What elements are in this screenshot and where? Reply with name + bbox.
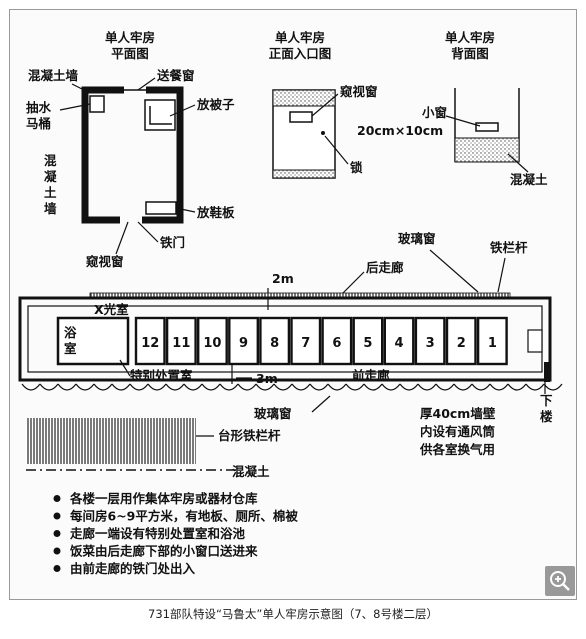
xray-label: X光室 xyxy=(94,302,129,317)
cell-room xyxy=(383,316,415,366)
back-view: 单人牢房 背面图 小窗 20cm×10cm 混凝土 xyxy=(357,30,548,187)
back-label-size: 20cm×10cm xyxy=(357,123,443,138)
stairs xyxy=(527,329,543,353)
bullet-icon xyxy=(53,547,61,555)
platform-railing-label: 台形铁栏杆 xyxy=(218,428,281,443)
corridor-label-railing: 铁栏杆 xyxy=(490,240,528,255)
front-label-peephole: 窥视窗 xyxy=(340,84,378,99)
plan-label-concrete-wall: 混凝土墙 xyxy=(28,68,79,83)
cell-room xyxy=(321,316,353,366)
bath-label-2: 室 xyxy=(64,341,77,356)
back-small-window xyxy=(475,122,499,132)
back-title-2: 背面图 xyxy=(451,46,489,61)
front-label-lock: 锁 xyxy=(350,160,363,175)
corridor-label-2m: 2m xyxy=(272,271,294,286)
figure-caption: 731部队特设“马鲁太”单人牢房示意图（7、8号楼二层） xyxy=(148,607,438,621)
back-label-small-window: 小窗 xyxy=(421,105,447,120)
cell-room xyxy=(259,316,291,366)
plan-label-quilt: 放被子 xyxy=(196,97,235,112)
corridor-view: 玻璃窗 铁栏杆 后走廊 2m 浴 室 X光室 12 11 10 9 8 7 6 5 4 3 2 1 特… xyxy=(18,231,563,479)
front-view: 单人牢房 正面入口图 窥视窗 锁 xyxy=(269,30,378,179)
cell-number: 8 xyxy=(270,336,279,351)
cell-room xyxy=(228,316,260,366)
front-lock xyxy=(321,131,325,135)
downstairs-label-1: 下 xyxy=(540,393,553,408)
plan-view: 单人牢房 平面图 混凝土墙 抽水 马桶 混 凝 土 墙 送餐 xyxy=(26,30,235,269)
downstairs-label-2: 楼 xyxy=(540,409,553,424)
corridor-label-glass-top: 玻璃窗 xyxy=(398,231,436,246)
plan-title-2: 平面图 xyxy=(111,46,149,61)
cell-number: 10 xyxy=(203,336,221,351)
plan-label-concrete-v4: 墙 xyxy=(44,201,57,216)
cell-number: 11 xyxy=(172,336,190,351)
plan-quilt-shelf xyxy=(144,99,176,131)
plan-shoe-board xyxy=(145,201,177,215)
plan-label-toilet-1: 抽水 xyxy=(26,100,52,115)
cell-room xyxy=(445,316,477,366)
bullet-icon xyxy=(53,495,61,502)
notes: 各楼一层用作集体牢房或器材仓库每间房6~9平方米，有地板、厕所、棉被走廊一端设有… xyxy=(53,491,298,576)
bath-room xyxy=(56,316,130,366)
back-label-concrete: 混凝土 xyxy=(510,172,548,187)
cell-number: 7 xyxy=(301,336,310,351)
cell-room xyxy=(290,316,322,366)
wall-note-1: 厚40cm墙壁 xyxy=(420,406,496,421)
cell-number: 5 xyxy=(363,336,372,351)
back-concrete-base xyxy=(454,137,520,163)
cell-number: 4 xyxy=(395,336,404,351)
plan-iron-door xyxy=(120,216,142,224)
plan-label-shoe-board: 放鞋板 xyxy=(196,205,235,220)
plan-label-concrete-v1: 混 xyxy=(44,153,57,168)
bath-label-1: 浴 xyxy=(64,325,77,340)
cell-number: 6 xyxy=(332,336,341,351)
corridor-label-front: 前走廊 xyxy=(352,368,390,383)
cell-number: 1 xyxy=(488,336,497,351)
cell-number: 3 xyxy=(426,336,435,351)
plan-label-iron-door: 铁门 xyxy=(160,235,185,250)
corridor-label-rear: 后走廊 xyxy=(366,260,404,275)
special-room-label: 特别处置室 xyxy=(130,368,193,383)
front-title-2: 正面入口图 xyxy=(269,46,332,61)
corridor-label-3m: 3m xyxy=(256,371,278,386)
bullet-icon xyxy=(53,565,61,572)
bullet-icon xyxy=(53,530,61,537)
wall-note-3: 供各室换气用 xyxy=(419,442,495,457)
platform-railing xyxy=(26,418,196,464)
bullet-icon xyxy=(53,512,61,520)
cell-number: 12 xyxy=(141,336,159,351)
note-item: 每间房6~9平方米，有地板、厕所、棉被 xyxy=(70,509,298,524)
wall-note-2: 内设有通风筒 xyxy=(420,424,495,439)
note-item: 由前走廊的铁门处出入 xyxy=(70,561,196,576)
front-title-1: 单人牢房 xyxy=(275,30,325,45)
cell-room xyxy=(134,316,166,366)
plan-label-food-window: 送餐窗 xyxy=(156,68,195,83)
plan-label-concrete-v2: 凝 xyxy=(44,169,57,184)
cell-room xyxy=(165,316,197,366)
note-item: 走廊一端设有特别处置室和浴池 xyxy=(70,526,246,541)
cell-room xyxy=(414,316,446,366)
corridor-label-glass-bottom: 玻璃窗 xyxy=(254,406,292,421)
cell-room xyxy=(352,316,384,366)
plan-label-peephole: 窥视窗 xyxy=(86,254,124,269)
cell-number: 9 xyxy=(239,336,248,351)
back-title-1: 单人牢房 xyxy=(445,30,495,45)
cell-number: 2 xyxy=(457,336,466,351)
cell-row: 12 11 10 9 8 7 6 5 4 3 2 1 xyxy=(134,316,508,366)
note-item: 饭菜由后走廊下部的小窗口送进来 xyxy=(69,544,258,559)
plan-label-concrete-v3: 土 xyxy=(44,185,57,200)
cell-room xyxy=(196,316,228,366)
plan-toilet xyxy=(89,95,105,113)
prison-cell-diagram: 单人牢房 平面图 混凝土墙 抽水 马桶 混 凝 土 墙 送餐 xyxy=(18,30,563,576)
magnifier-plus-icon[interactable] xyxy=(545,566,575,596)
plan-label-toilet-2: 马桶 xyxy=(26,116,51,131)
cell-room xyxy=(476,316,508,366)
concrete-label: 混凝土 xyxy=(232,464,270,479)
corridor-outer-wall xyxy=(18,296,552,382)
note-item: 各楼一层用作集体牢房或器材仓库 xyxy=(69,491,258,506)
front-peephole xyxy=(289,111,313,123)
plan-title-1: 单人牢房 xyxy=(105,30,155,45)
